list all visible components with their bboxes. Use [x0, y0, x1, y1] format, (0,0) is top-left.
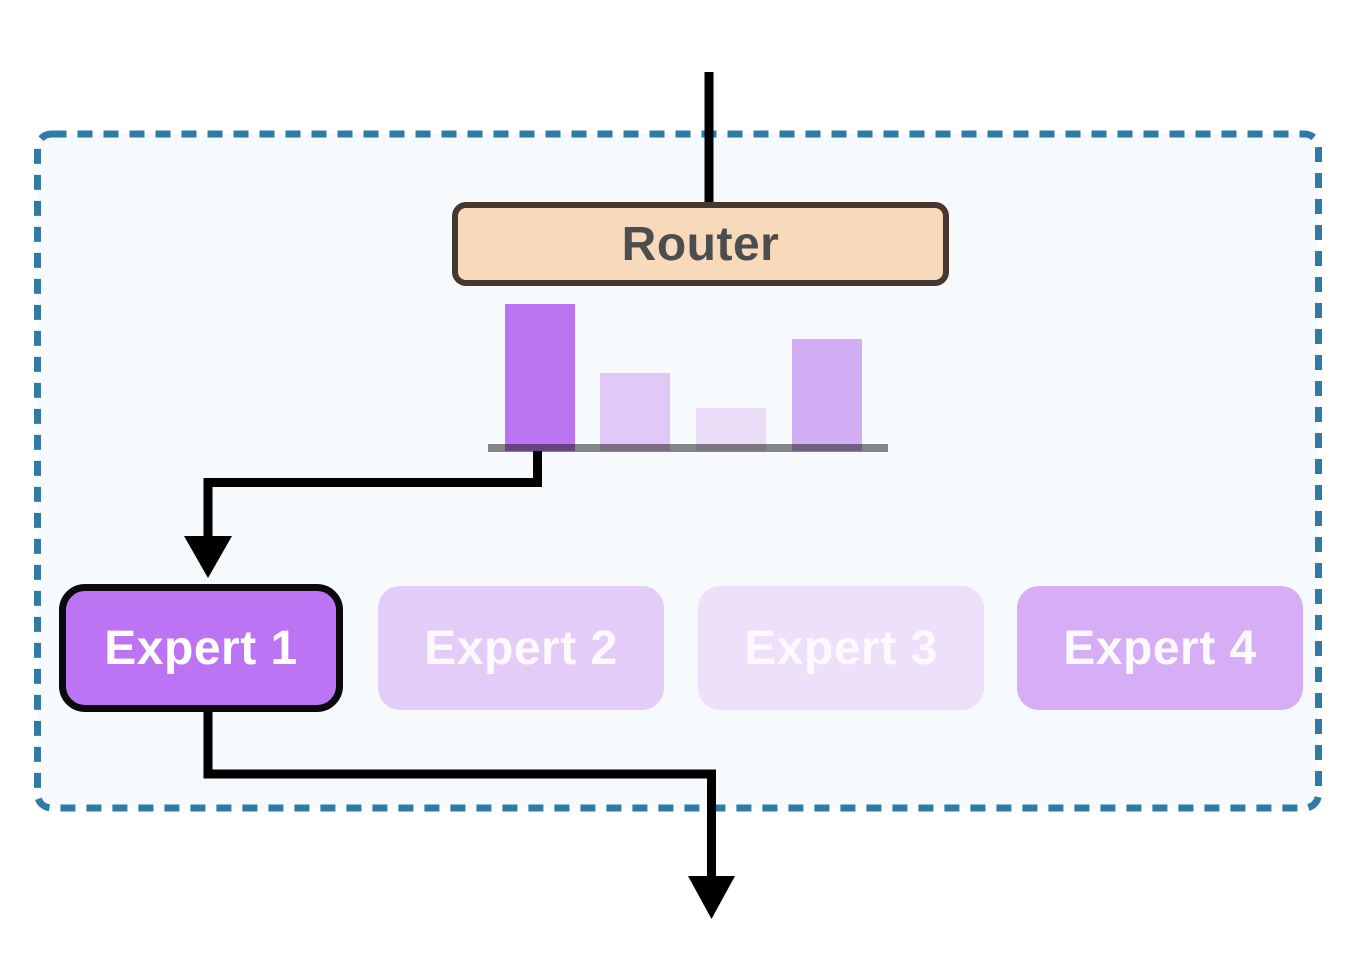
expert-label: Expert 1 [104, 621, 298, 675]
gate-weight-bar [696, 408, 766, 451]
gate-weight-bar [505, 304, 575, 451]
expert-label: Expert 4 [1063, 621, 1257, 675]
gate-weight-bar [600, 373, 670, 451]
expert-box-2: Expert 2 [378, 586, 664, 710]
arrowhead-down-icon [688, 876, 735, 919]
router-to-expert1-arrow [184, 448, 542, 578]
moe-layer-boundary [34, 130, 1322, 812]
chart-baseline [488, 444, 888, 452]
expert1-output-arrow [203, 705, 735, 919]
router-box: Router [452, 202, 949, 286]
expert-label: Expert 3 [744, 621, 938, 675]
expert-label: Expert 2 [424, 621, 618, 675]
arrowhead-down-icon [184, 536, 232, 578]
gate-weight-bar [792, 339, 862, 451]
expert-box-4: Expert 4 [1017, 586, 1303, 710]
expert-box-1: Expert 1 [59, 584, 343, 712]
expert-box-3: Expert 3 [698, 586, 984, 710]
router-gate-weights-chart [488, 296, 888, 451]
router-label: Router [621, 217, 780, 271]
